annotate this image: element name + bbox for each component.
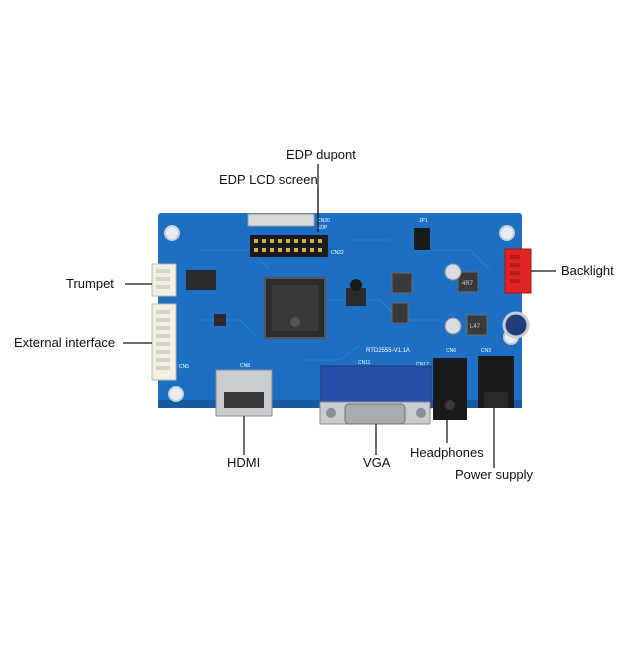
small-chip-left [214, 314, 226, 326]
silk-cn5: CN5 [179, 364, 189, 370]
mount-hole-tr [499, 225, 515, 241]
power-jack-face [484, 392, 508, 408]
vga-port-d-sub [344, 403, 406, 425]
mount-hole-tl [164, 225, 180, 241]
inductor-3 [391, 302, 409, 324]
amp-chip [186, 270, 216, 290]
backlight-pins [510, 255, 520, 283]
edp-dupont-pins [254, 239, 322, 252]
headphone-jack [433, 358, 467, 420]
silk-cn20: CN20 [317, 218, 330, 224]
edp-lcd-connector [247, 213, 315, 227]
silk-cn11: CN11 [358, 360, 371, 366]
edp-dupont-header [250, 235, 328, 257]
capacitor-1 [444, 263, 462, 281]
label-backlight: Backlight [561, 263, 614, 278]
silk-cn6: CN6 [446, 348, 456, 354]
regulator-chip [346, 288, 366, 306]
silk-cn3: CN3 [481, 348, 491, 354]
capacitor-large [502, 311, 530, 339]
label-headphones: Headphones [410, 445, 484, 460]
vga-screw-right [416, 408, 426, 418]
trumpet-pins [156, 269, 170, 289]
label-hdmi: HDMI [227, 455, 261, 470]
silk-edp: EDP [317, 225, 328, 231]
inductor-mark-2: L47 [470, 324, 481, 330]
silk-jp1: JP1 [419, 218, 428, 224]
inductor-4 [466, 314, 488, 336]
label-power-supply: Power supply [455, 467, 534, 482]
silk-cn22: CN22 [331, 250, 344, 256]
inductor-2 [457, 271, 479, 293]
inductor-1 [391, 272, 413, 294]
inductor-mark: 4R7 [462, 281, 474, 287]
mount-hole-bl [168, 386, 184, 402]
main-processor-mark [290, 317, 300, 327]
external-interface-pins [156, 310, 170, 370]
label-trumpet: Trumpet [66, 276, 114, 291]
callout-lines [123, 164, 556, 468]
vga-port-body [320, 365, 432, 409]
vga-screw-left [326, 408, 336, 418]
jumper-jp1 [414, 228, 430, 250]
hdmi-port-opening [224, 392, 264, 408]
pcb-board [158, 213, 522, 408]
label-edp-lcd-screen: EDP LCD screen [219, 172, 318, 187]
silk-cn12: CN12 [416, 362, 429, 368]
label-external-interface: External interface [14, 335, 116, 350]
headphone-jack-hole [445, 400, 455, 410]
label-vga: VGA [363, 455, 391, 470]
silk-model: RTD2555-V1.1A [366, 348, 410, 354]
label-edp-dupont: EDP dupont [286, 147, 356, 162]
crystal [350, 279, 362, 291]
capacitor-2 [444, 317, 462, 335]
silk-cn8: CN8 [240, 363, 250, 369]
